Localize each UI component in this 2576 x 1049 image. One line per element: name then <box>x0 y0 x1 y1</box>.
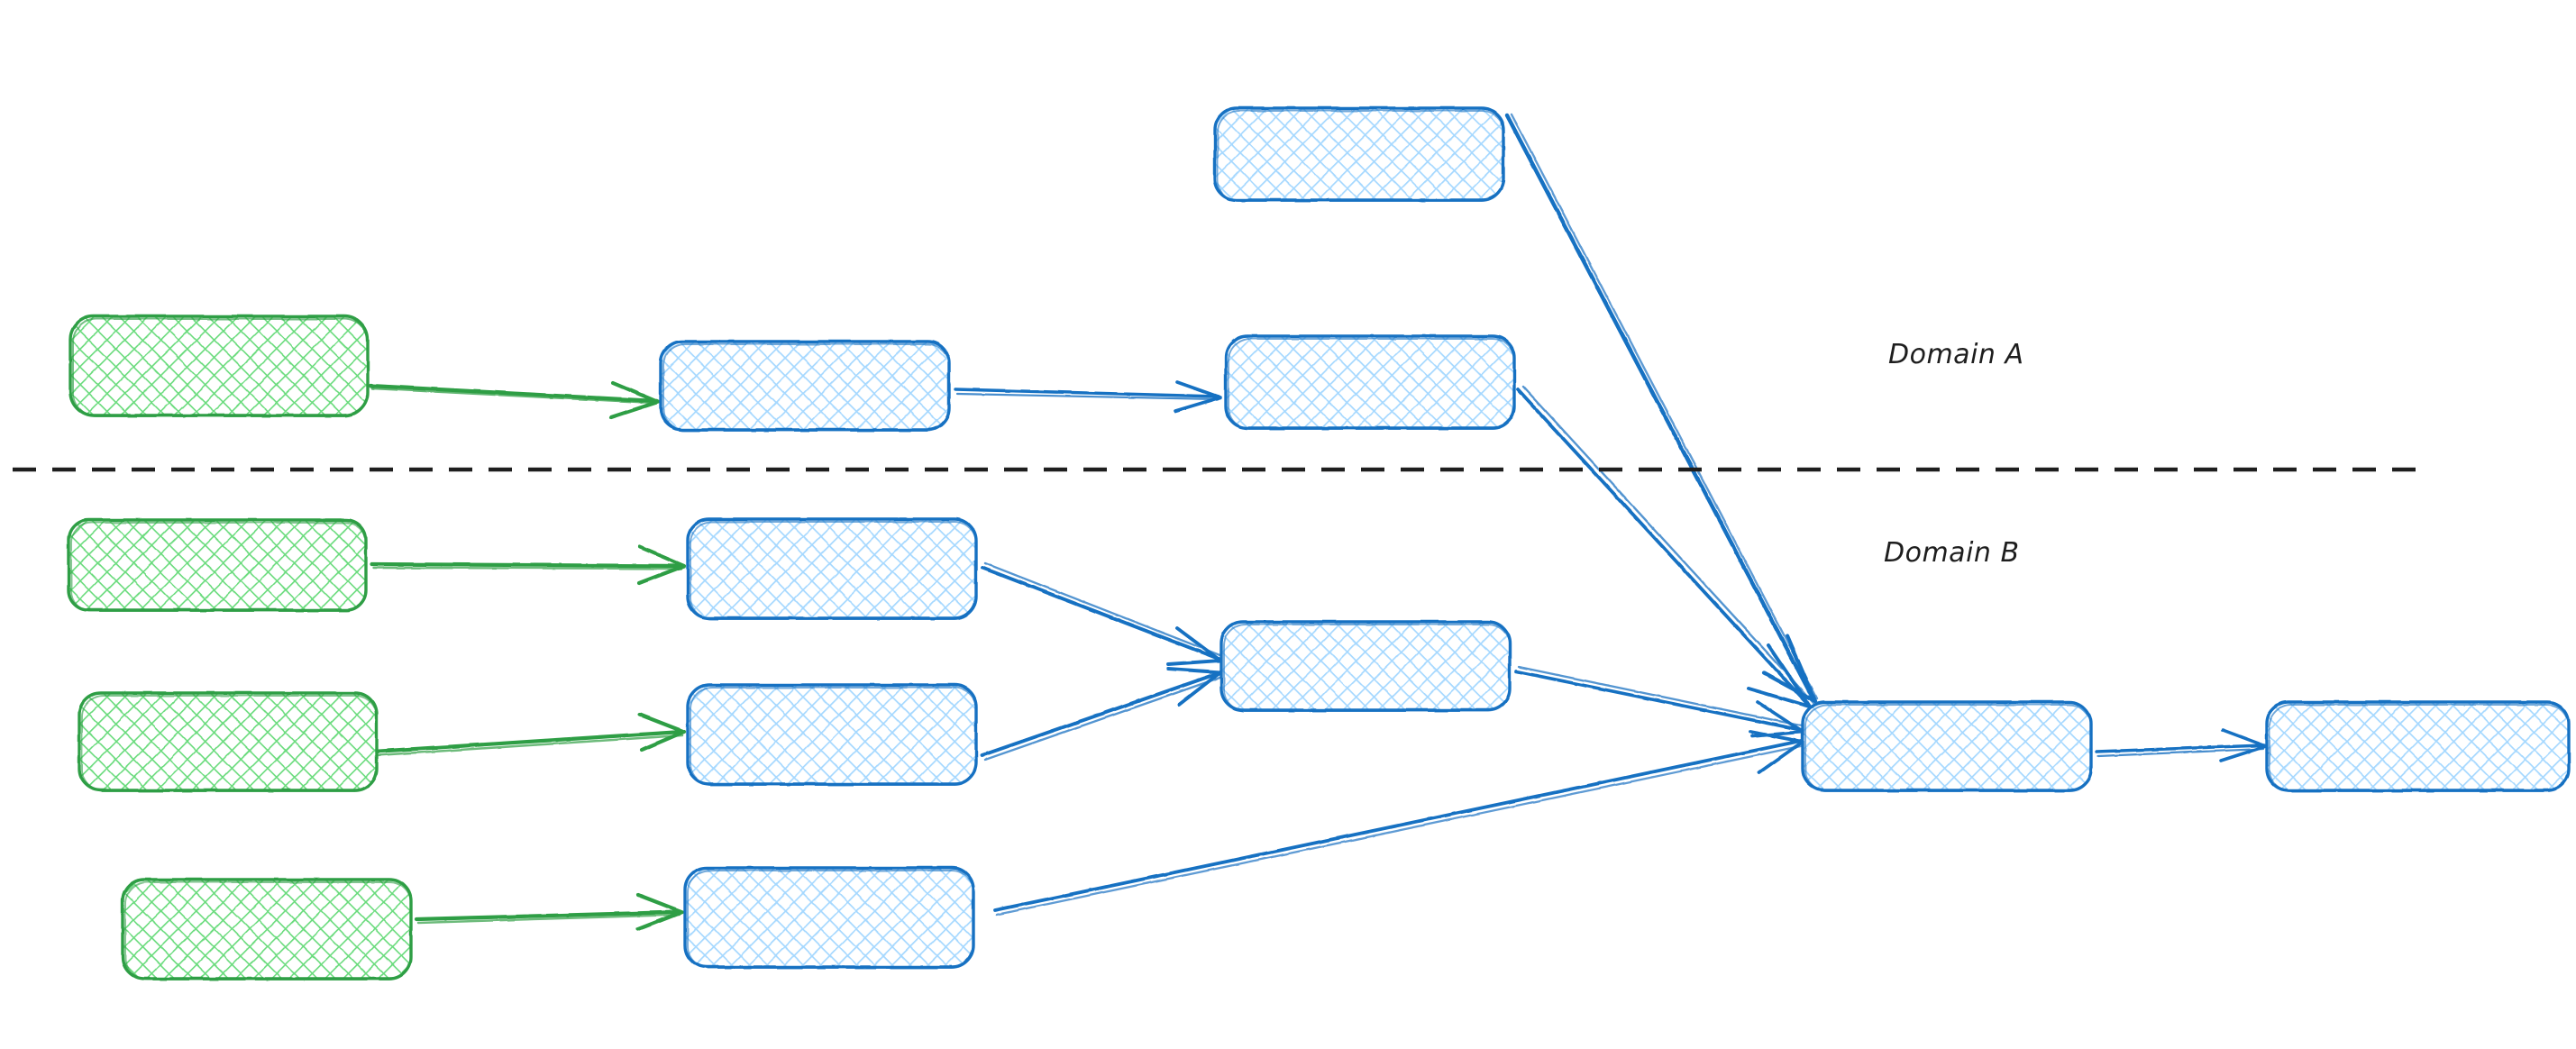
edge-b-agg-1-to-b-agg-2 <box>1514 665 1806 738</box>
node-b-mid-3[interactable] <box>683 866 975 969</box>
edge-b-mid-3-to-b-agg-2 <box>993 730 1806 917</box>
node-a-top-1[interactable] <box>1213 106 1505 202</box>
node-b-mid-2[interactable] <box>686 683 978 786</box>
domain-b-label: Domain B <box>1884 537 2020 569</box>
edge-b-mid-2-to-b-agg-1 <box>981 667 1224 762</box>
edge-b-agg-2-to-b-out-1 <box>2095 728 2268 762</box>
edge-a-src-1-to-a-mid-1 <box>368 380 661 420</box>
edge-b-mid-1-to-b-agg-1 <box>981 561 1224 666</box>
edge-b-src-1-to-b-mid-1 <box>369 544 687 586</box>
node-a-mid-1[interactable] <box>659 340 951 432</box>
edge-a-right-1-to-b-agg-2 <box>1516 385 1815 708</box>
node-b-src-1[interactable] <box>67 518 368 612</box>
edge-b-src-3-to-b-mid-3 <box>414 892 685 932</box>
nodes-layer <box>67 106 2571 981</box>
node-a-right-1[interactable] <box>1224 334 1516 430</box>
node-b-src-3[interactable] <box>121 878 413 981</box>
domain-a-label: Domain A <box>1888 339 2024 370</box>
edge-a-top-1-to-b-agg-2 <box>1504 113 1819 704</box>
edges-layer <box>368 113 2268 932</box>
edge-b-src-2-to-b-mid-2 <box>370 712 687 757</box>
node-b-src-2[interactable] <box>78 691 379 792</box>
node-b-out-1[interactable] <box>2265 700 2571 792</box>
node-b-mid-1[interactable] <box>686 517 978 620</box>
node-a-src-1[interactable] <box>69 315 370 417</box>
node-b-agg-1[interactable] <box>1219 620 1512 712</box>
edge-a-mid-1-to-a-right-1 <box>954 380 1222 413</box>
node-b-agg-2[interactable] <box>1801 700 2093 792</box>
